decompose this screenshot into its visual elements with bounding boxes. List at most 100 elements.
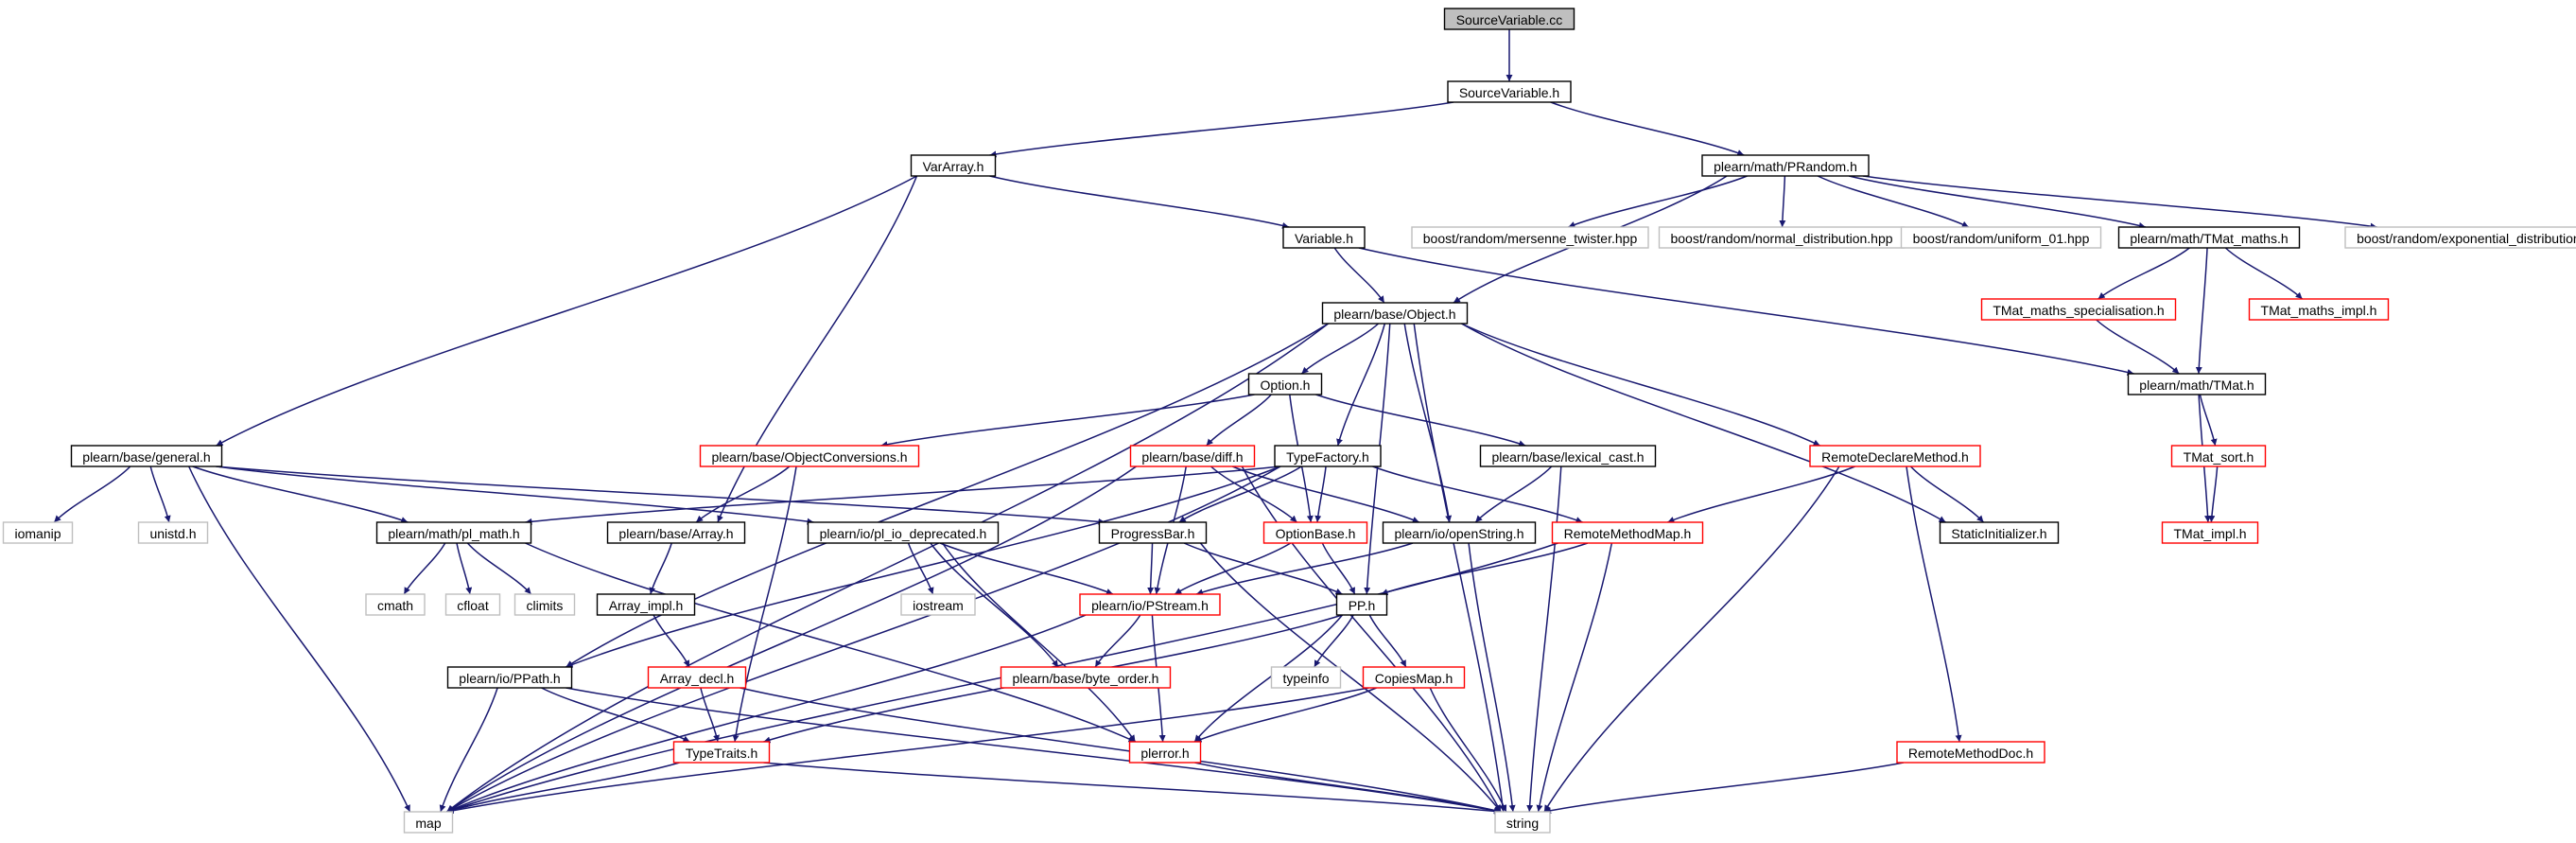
file-node-plearn-io-ppath-h[interactable]: plearn/io/PPath.h	[446, 666, 573, 689]
node-box	[1321, 302, 1469, 325]
node-label: plearn/math/TMat_maths.h	[2130, 231, 2288, 246]
file-node-plearn-base-array-h[interactable]: plearn/base/Array.h	[606, 521, 746, 544]
node-box	[1447, 80, 1572, 103]
dependency-edge	[1468, 542, 1516, 813]
file-node-typefactory-h[interactable]: TypeFactory.h	[1274, 445, 1382, 467]
dependency-edge	[1909, 465, 1985, 523]
file-node-option-h[interactable]: Option.h	[1247, 373, 1323, 395]
dependency-edge	[1199, 542, 1502, 813]
edge-n39-to-n44	[1368, 614, 1407, 668]
file-node-cfloat[interactable]: cfloat	[444, 593, 501, 616]
dependency-edge	[1461, 323, 1946, 523]
file-nodes: SourceVariable.ccSourceVariable.hVarArra…	[2, 8, 2576, 834]
file-node-remotedeclaremethod-h[interactable]: RemoteDeclareMethod.h	[1809, 445, 1981, 467]
file-node-plearn-io-pl-io-deprecated-h[interactable]: plearn/io/pl_io_deprecated.h	[807, 521, 1000, 544]
file-node-staticinitializer-h[interactable]: StaticInitializer.h	[1939, 521, 2060, 544]
file-node-optionbase-h[interactable]: OptionBase.h	[1262, 521, 1368, 544]
dependency-edge	[1403, 323, 1453, 523]
node-box	[1335, 593, 1388, 616]
file-node-sourcevariable-h[interactable]: SourceVariable.h	[1447, 80, 1572, 103]
dependency-edge	[216, 465, 1105, 525]
edge-n38-to-n48	[446, 614, 1087, 813]
file-node-array-impl-h[interactable]: Array_impl.h	[596, 593, 696, 616]
edge-n29-to-n49	[1468, 542, 1516, 813]
node-box	[1479, 445, 1657, 467]
dependency-edge	[1779, 175, 1786, 228]
dependency-edge	[525, 542, 1136, 743]
dependency-edge	[1193, 614, 1344, 743]
node-label: plearn/io/PStream.h	[1091, 598, 1209, 613]
file-node-plearn-math-tmat-h[interactable]: plearn/math/TMat.h	[2127, 373, 2267, 395]
file-node-tmat-maths-specialisation-h[interactable]: TMat_maths_specialisation.h	[1980, 298, 2177, 321]
file-node-plearn-base-general-h[interactable]: plearn/base/general.h	[70, 445, 223, 467]
dependency-edge	[939, 542, 1114, 595]
node-box	[1939, 521, 2060, 544]
file-node-plearn-math-prandom-h[interactable]: plearn/math/PRandom.h	[1701, 154, 1870, 177]
file-node-plearn-math-pl-math-h[interactable]: plearn/math/pl_math.h	[375, 521, 532, 544]
edge-n36-to-n41	[653, 614, 690, 668]
node-box	[1079, 593, 1221, 616]
dependency-edge	[1862, 175, 2377, 230]
file-node-plearn-base-byte-order-h[interactable]: plearn/base/byte_order.h	[1000, 666, 1172, 689]
edge-n13-to-n15	[880, 394, 1255, 448]
dependency-edge	[216, 175, 917, 447]
file-node-plearn-math-tmat-maths-h[interactable]: plearn/math/TMat_maths.h	[2117, 226, 2301, 249]
edge-n27-to-n49	[1199, 542, 1502, 813]
node-label: RemoteDeclareMethod.h	[1821, 449, 1969, 465]
file-node-tmat-impl-h[interactable]: TMat_impl.h	[2161, 521, 2259, 544]
file-node-map[interactable]: map	[403, 811, 454, 834]
file-node-variable-h[interactable]: Variable.h	[1282, 226, 1366, 249]
file-node-plearn-io-pstream-h[interactable]: plearn/io/PStream.h	[1079, 593, 1221, 616]
file-node-pp-h[interactable]: PP.h	[1335, 593, 1388, 616]
file-node-progressbar-h[interactable]: ProgressBar.h	[1098, 521, 1208, 544]
file-node-iostream[interactable]: iostream	[900, 593, 976, 616]
file-node-plearn-base-diff-h[interactable]: plearn/base/diff.h	[1129, 445, 1256, 467]
file-node-copiesmap-h[interactable]: CopiesMap.h	[1362, 666, 1466, 689]
file-node-array-decl-h[interactable]: Array_decl.h	[647, 666, 747, 689]
dependency-edge	[763, 762, 1502, 815]
dependency-edge	[989, 175, 1290, 229]
file-node-boost-random-mersenne-twister-hpp[interactable]: boost/random/mersenne_twister.hpp	[1411, 226, 1649, 249]
file-node-boost-random-normal-distribution-hpp[interactable]: boost/random/normal_distribution.hpp	[1658, 226, 1906, 249]
edge-n18-to-n49	[1526, 465, 1562, 813]
dependency-edge	[695, 465, 791, 523]
file-node-plearn-io-openstring-h[interactable]: plearn/io/openString.h	[1382, 521, 1537, 544]
file-node-climits[interactable]: climits	[513, 593, 576, 616]
file-node-plearn-base-object-h[interactable]: plearn/base/Object.h	[1321, 302, 1469, 325]
node-label: Variable.h	[1295, 231, 1353, 246]
dependency-edge	[2208, 465, 2219, 523]
node-label: plearn/math/PRandom.h	[1714, 159, 1857, 174]
file-node-string[interactable]: string	[1494, 811, 1551, 834]
file-node-cmath[interactable]: cmath	[365, 593, 426, 616]
file-node-remotemethoddoc-h[interactable]: RemoteMethodDoc.h	[1896, 741, 2045, 764]
node-box	[596, 593, 696, 616]
file-node-plerror-h[interactable]: plerror.h	[1128, 741, 1202, 764]
file-node-unistd-h[interactable]: unistd.h	[137, 521, 209, 544]
file-node-plearn-base-objectconversions-h[interactable]: plearn/base/ObjectConversions.h	[699, 445, 920, 467]
dependency-edge	[740, 687, 1502, 814]
edge-n17-to-n48	[446, 465, 1281, 813]
file-node-typetraits-h[interactable]: TypeTraits.h	[672, 741, 771, 764]
dependency-edge	[1333, 247, 1385, 304]
file-node-vararray-h[interactable]: VarArray.h	[910, 154, 997, 177]
node-label: Option.h	[1261, 378, 1311, 393]
file-node-tmat-sort-h[interactable]: TMat_sort.h	[2170, 445, 2267, 467]
file-node-typeinfo[interactable]: typeinfo	[1270, 666, 1342, 689]
node-label: plearn/math/TMat.h	[2139, 378, 2254, 393]
node-box	[1443, 8, 1575, 30]
file-node-tmat-maths-impl-h[interactable]: TMat_maths_impl.h	[2248, 298, 2390, 321]
node-box	[2344, 226, 2576, 249]
node-box	[513, 593, 576, 616]
node-label: map	[415, 816, 441, 831]
file-node-boost-random-uniform-01-hpp[interactable]: boost/random/uniform_01.hpp	[1900, 226, 2102, 249]
file-node-remotemethodmap-h[interactable]: RemoteMethodMap.h	[1551, 521, 1704, 544]
file-node-boost-random-exponential-distribution-hpp[interactable]: boost/random/exponential_distribution.hp…	[2344, 226, 2576, 249]
node-label: SourceVariable.cc	[1456, 12, 1563, 27]
node-label: TMat_impl.h	[2173, 526, 2246, 541]
node-box	[1274, 445, 1382, 467]
file-node-iomanip[interactable]: iomanip	[2, 521, 74, 544]
file-node-sourcevariable-cc[interactable]: SourceVariable.cc	[1443, 8, 1575, 30]
file-node-plearn-base-lexical-cast-h[interactable]: plearn/base/lexical_cast.h	[1479, 445, 1657, 467]
node-box	[1270, 666, 1342, 689]
dependency-edge	[456, 542, 473, 595]
